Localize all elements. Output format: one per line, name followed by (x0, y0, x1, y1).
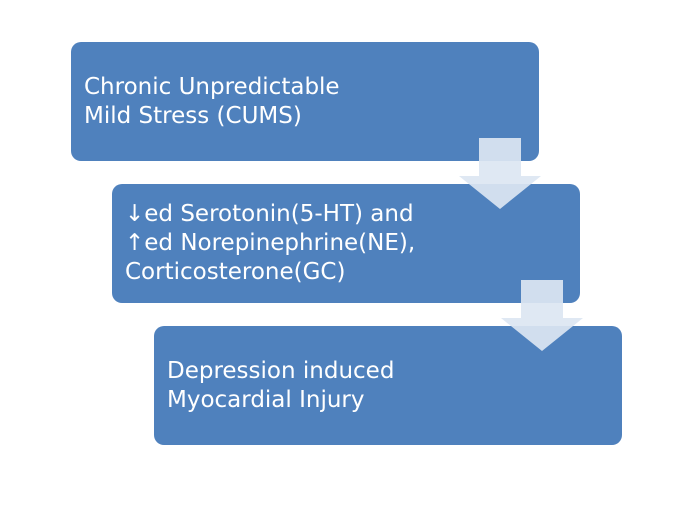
down-arrow-icon (459, 138, 541, 209)
flow-step-label: Depression induced Myocardial Injury (167, 357, 395, 413)
flow-step-label: ↓ed Serotonin(5-HT) and ↑ed Norepinephri… (125, 201, 416, 285)
flow-step-label: Chronic Unpredictable Mild Stress (CUMS) (84, 73, 340, 129)
down-arrow-icon (501, 280, 583, 351)
flow-step-cums: Chronic Unpredictable Mild Stress (CUMS) (71, 42, 539, 161)
